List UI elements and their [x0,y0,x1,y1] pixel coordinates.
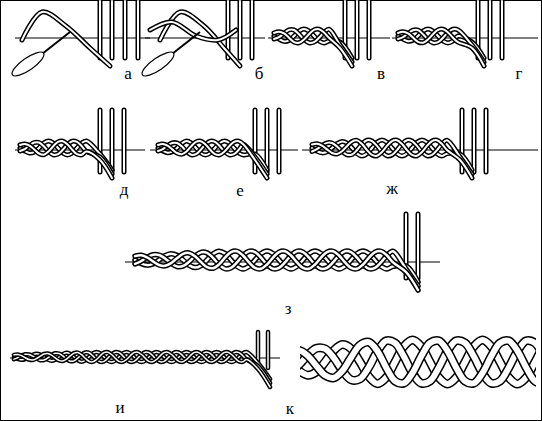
rod-body [501,1,503,58]
rod-outline [135,251,418,290]
rod-body [417,214,419,278]
awl-blade [172,32,200,54]
rod-outline [250,1,255,58]
rod-outline [122,110,127,172]
rod-body [266,110,268,172]
rod-outline [274,29,352,66]
rod-outline [266,332,271,368]
step-letter: е [234,182,246,199]
rod-body [489,1,491,58]
rod-body [123,110,125,172]
rod-outline [500,1,505,58]
braid-drawings [9,1,542,400]
rod-body [300,340,536,392]
rod-body [312,140,472,178]
step-letter: ж [384,180,400,197]
rod-body [473,110,475,172]
rod-outline [367,1,372,58]
step-letter: а [122,65,134,82]
rod-outline [312,140,472,174]
rod-body [158,141,267,178]
rod-body [239,1,241,58]
rod-outline [484,110,489,172]
rod-body [274,29,352,66]
rod-outline [123,1,128,58]
awl [9,32,70,80]
braid-closeup [300,328,536,400]
rod-outline [488,1,493,58]
rod-outline [158,141,267,178]
rod-body [124,1,126,58]
rod-outline [136,1,141,58]
rod-outline [14,352,270,387]
awl-handle [9,48,47,80]
rod-outline [110,1,115,58]
rod-outline [416,214,421,278]
rod-outline [355,1,360,58]
rod-body [398,29,484,66]
awl-handle [139,48,177,80]
rod-outline [398,29,484,66]
step-letter: д [118,181,131,198]
rod-body [278,110,280,172]
step-letter: г [514,65,525,82]
rod-body [485,110,487,172]
rod-body [135,251,418,290]
rod-outline [20,141,112,178]
step-letter: б [253,65,266,82]
step-letter: к [284,400,296,417]
rod-body [14,352,270,387]
rod-body [251,1,253,58]
step-letter: в [375,65,387,82]
rod-body [312,140,472,174]
step-letter: и [113,399,126,416]
awl [139,32,200,80]
step-letter: з [283,300,294,317]
rod-outline [277,110,282,172]
rod-body [356,1,358,58]
rod-body [111,1,113,58]
rod-body [20,141,112,178]
rod-body [99,1,101,58]
rod-outline [300,340,536,392]
rod-outline [312,140,472,178]
rod-body [137,1,139,58]
rod-outline [110,110,115,172]
rod-outline [472,110,477,172]
rod-outline [98,1,103,58]
awl-blade [42,32,70,54]
rod-body [267,332,269,368]
rod-body [111,110,113,172]
closeup-area [300,328,536,400]
rod-body [368,1,370,58]
